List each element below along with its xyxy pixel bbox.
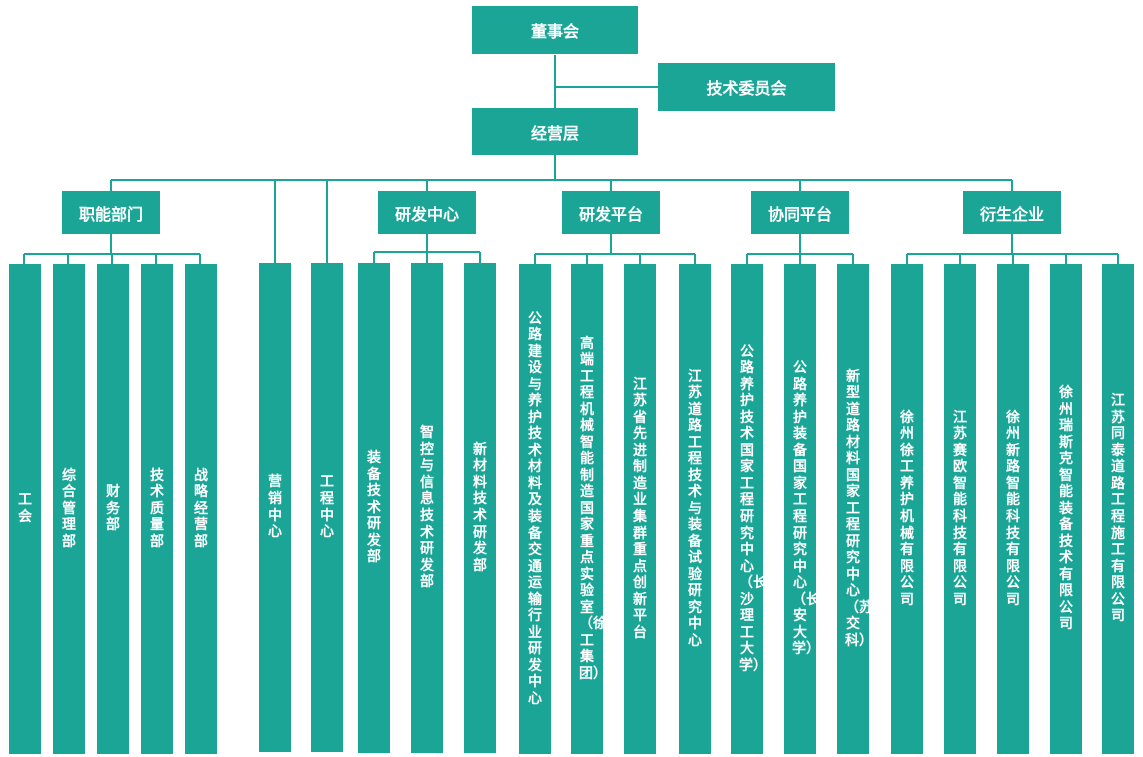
derived-company-box: 江苏同泰道路工程施工有限公司	[1102, 264, 1134, 754]
rd-center-label: 研发中心	[394, 204, 459, 224]
management-box: 经营层	[472, 108, 638, 155]
rd-platform-item-label: 江苏省先进制造业集群重点创新平台	[633, 376, 647, 641]
derived-company-box: 江苏赛欧智能科技有限公司	[944, 264, 976, 754]
derived-company-label: 徐州瑞斯克智能装备技术有限公司	[1059, 385, 1073, 633]
coop-platform-label: 协同平台	[767, 204, 832, 224]
marketing-center-box: 营销中心	[259, 263, 291, 752]
dept-box-general-admin: 综合管理部	[53, 264, 85, 754]
rd-platform-item-box: 江苏省先进制造业集群重点创新平台	[624, 264, 656, 754]
derived-company-label: 徐州新路智能科技有限公司	[1006, 409, 1020, 608]
rd-platform-label: 研发平台	[578, 204, 643, 224]
dept-label: 财务部	[106, 484, 120, 534]
rd-platform-item-label: 江苏道路工程技术与装备试验研究中心	[688, 368, 702, 649]
rd-platform-item-box: 高端工程机械智能制造国家重点实验室（徐工集团）	[571, 264, 607, 754]
rd-dept-box-new-material: 新材料技术研发部	[464, 263, 496, 753]
tech-committee-box: 技术委员会	[658, 63, 835, 111]
engineering-center-box: 工程中心	[311, 263, 343, 752]
dept-box-finance: 财务部	[97, 264, 129, 754]
board-label: 董事会	[530, 22, 579, 41]
marketing-center-label: 营销中心	[268, 474, 282, 541]
dept-box-strategy: 战略经营部	[185, 264, 217, 754]
rd-dept-label: 新材料技术研发部	[473, 441, 487, 574]
coop-platform-item-box: 公路养护装备国家工程研究中心（长安大学）	[784, 264, 820, 754]
coop-platform-box: 协同平台	[751, 191, 849, 234]
derived-company-box: 徐州瑞斯克智能装备技术有限公司	[1050, 264, 1082, 754]
board-box: 董事会	[472, 6, 638, 54]
rd-platform-item-label: 公路建设与养护技术材料及装备交通运输行业研发中心	[528, 310, 542, 707]
functional-dept-box: 职能部门	[62, 191, 160, 234]
rd-dept-label: 智控与信息技术研发部	[420, 425, 434, 591]
derived-company-label: 江苏同泰道路工程施工有限公司	[1111, 393, 1125, 625]
coop-platform-item-label: 公路养护技术国家工程研究中心（长沙理工大学）	[739, 343, 767, 674]
coop-platform-item-label: 公路养护装备国家工程研究中心（长安大学）	[792, 360, 820, 658]
derived-company-box: 徐州徐工养护机械有限公司	[891, 264, 923, 754]
rd-platform-box: 研发平台	[562, 191, 660, 234]
dept-box-tech-quality: 技术质量部	[141, 264, 173, 754]
coop-platform-item-label: 新型道路材料国家工程研究中心（苏交科）	[845, 368, 873, 649]
derived-company-label: 江苏赛欧智能科技有限公司	[953, 409, 967, 608]
management-label: 经营层	[530, 123, 579, 143]
rd-platform-item-box: 江苏道路工程技术与装备试验研究中心	[679, 264, 711, 754]
rd-center-box: 研发中心	[378, 191, 476, 234]
rd-dept-box-smart-control: 智控与信息技术研发部	[411, 263, 443, 753]
derived-company-label: 徐州徐工养护机械有限公司	[900, 409, 914, 608]
rd-platform-item-label: 高端工程机械智能制造国家重点实验室（徐工集团）	[579, 335, 607, 682]
coop-platform-item-box: 公路养护技术国家工程研究中心（长沙理工大学）	[731, 264, 767, 754]
dept-label: 战略经营部	[194, 467, 208, 550]
dept-label: 综合管理部	[62, 467, 76, 550]
rd-dept-box-equipment: 装备技术研发部	[358, 263, 390, 753]
dept-box-union: 工会	[9, 264, 41, 754]
derived-enterprise-label: 衍生企业	[979, 204, 1044, 224]
dept-label: 技术质量部	[150, 467, 164, 550]
rd-dept-label: 装备技术研发部	[367, 450, 381, 566]
dept-label: 工会	[18, 492, 32, 525]
engineering-center-label: 工程中心	[320, 474, 334, 541]
derived-company-box: 徐州新路智能科技有限公司	[997, 264, 1029, 754]
functional-dept-label: 职能部门	[78, 204, 143, 224]
coop-platform-item-box: 新型道路材料国家工程研究中心（苏交科）	[837, 264, 873, 754]
derived-enterprise-box: 衍生企业	[963, 191, 1061, 234]
rd-platform-item-box: 公路建设与养护技术材料及装备交通运输行业研发中心	[519, 264, 551, 754]
tech-committee-label: 技术委员会	[706, 79, 787, 98]
